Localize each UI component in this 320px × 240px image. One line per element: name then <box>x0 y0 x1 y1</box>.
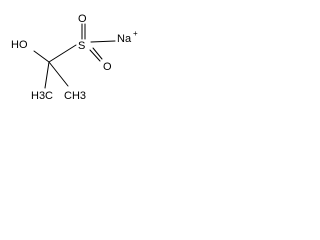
bonds <box>33 23 116 89</box>
bond-c-ch3-right <box>48 61 69 87</box>
bond-s-o-right-a <box>89 49 101 62</box>
sulfur-label: S <box>78 40 85 52</box>
bond-s-na <box>90 40 116 43</box>
bond-s-o-right-b <box>92 47 103 60</box>
oxygen-right-label: O <box>103 61 112 73</box>
bond-ho-c <box>33 50 50 63</box>
hydroxyl-label: HO <box>11 39 28 51</box>
atom-labels: HO S O O Na + H3C CH3 <box>11 13 138 102</box>
methyl-right-label: CH3 <box>64 90 86 102</box>
structural-formula: HO S O O Na + H3C CH3 <box>11 13 138 102</box>
oxygen-top-label: O <box>78 13 87 25</box>
bond-c-ch3-left <box>44 61 50 89</box>
sodium-charge-label: + <box>133 29 138 38</box>
bond-c-s <box>48 44 77 63</box>
methyl-left-label: H3C <box>31 90 53 102</box>
sodium-label: Na <box>117 33 132 45</box>
